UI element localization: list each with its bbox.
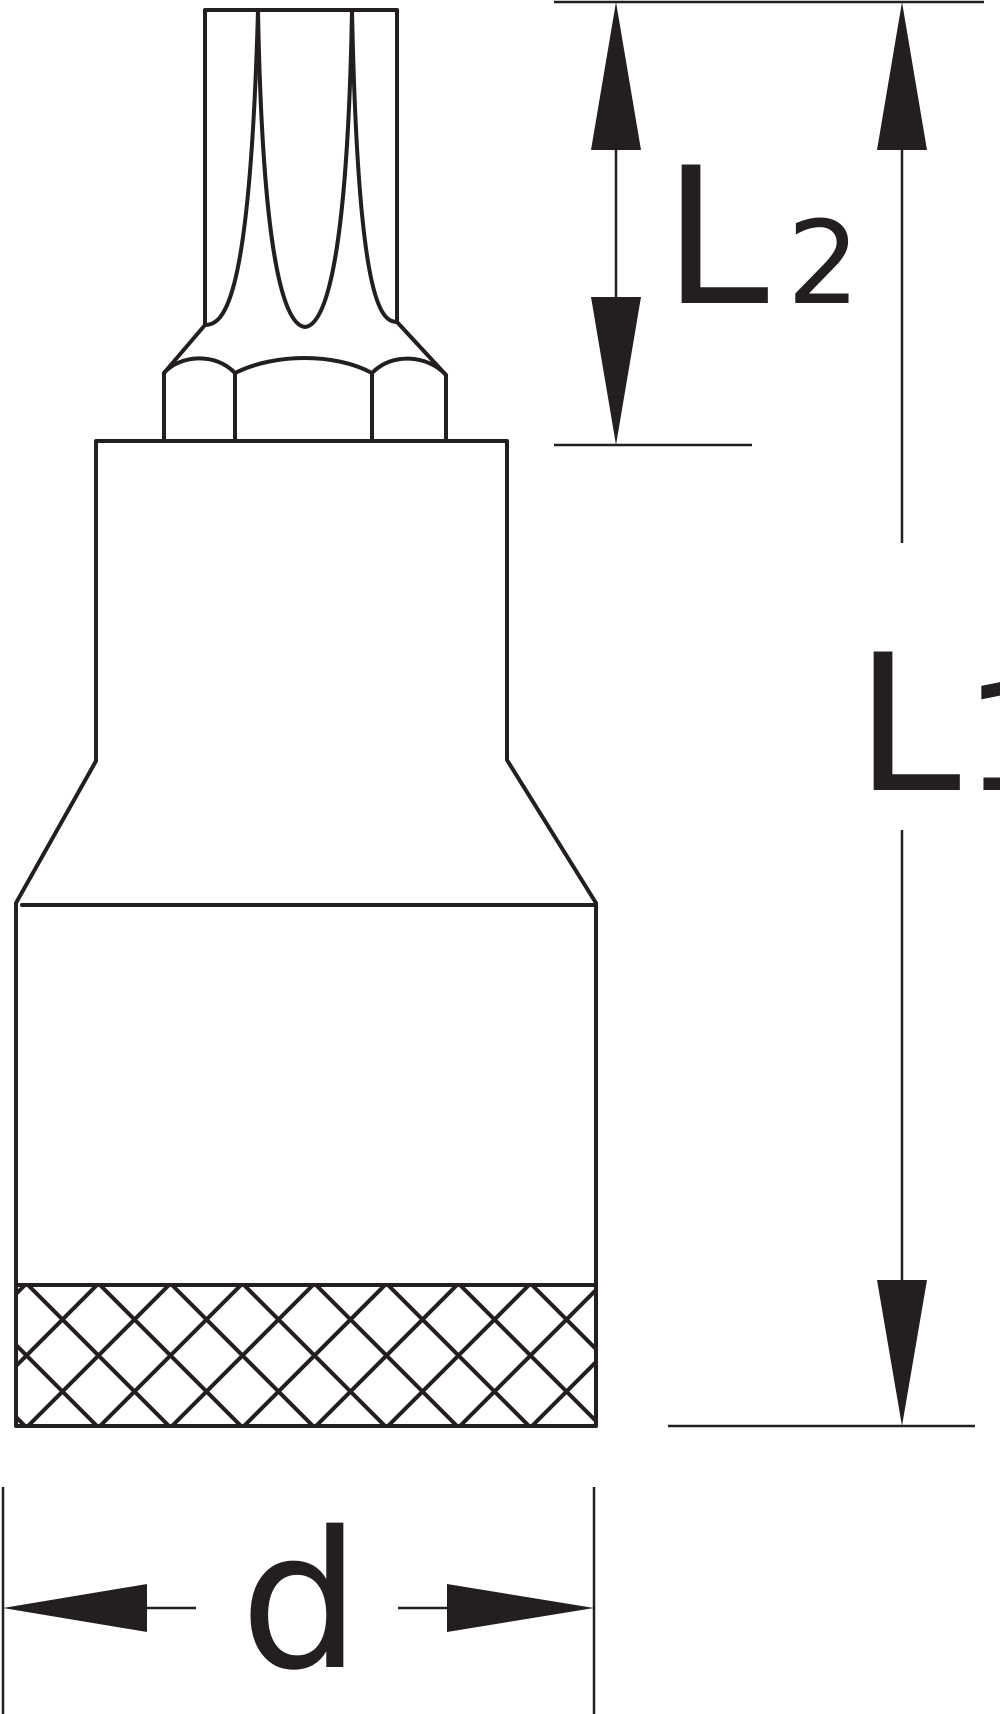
torx-bit-tip [162, 8, 448, 443]
knurl-hatch-line [604, 1285, 745, 1426]
knurl-hatch-line [16, 1285, 99, 1369]
dimension-d: d [1, 1487, 596, 1714]
knurl-hatch-line [16, 1414, 27, 1426]
socket-outline [14, 439, 598, 1428]
knurl-hatch-line [170, 1285, 315, 1426]
knurl-hatch-line [458, 1289, 594, 1426]
bit-outline [162, 8, 448, 443]
l1-label-base: L [855, 614, 961, 835]
l2-arrow-down [591, 297, 641, 445]
dimension-l1: L1 [668, 2, 1000, 1428]
knurl-hatch-line [26, 1285, 171, 1426]
knurl-hatch-line [530, 1285, 594, 1350]
knurled-band [16, 1285, 889, 1426]
knurl-hatch-line [98, 1285, 243, 1426]
d-arrow-left [3, 1584, 147, 1632]
socket-body [14, 439, 598, 1428]
knurl-hatch-line [748, 1285, 889, 1426]
bit-flute-center [256, 8, 354, 329]
knurl-hatch-line [242, 1285, 387, 1426]
l1-label: L1 [855, 614, 1000, 835]
d-arrow-right [447, 1584, 594, 1632]
l1-arrow-up [877, 2, 927, 150]
bit-hex-top [162, 356, 448, 377]
bit-flute-right [350, 8, 399, 324]
d-label: d [240, 1491, 361, 1712]
knurl-hatch-line [676, 1285, 817, 1426]
knurl-hatch-line [604, 1285, 745, 1426]
bit-flute-left [203, 8, 260, 327]
l2-arrow-up [591, 2, 641, 150]
knurl-hatch-line [748, 1285, 889, 1426]
knurl-hatch-line [676, 1285, 817, 1426]
knurl-hatch-line [386, 1285, 531, 1426]
l2-label-subscript: 2 [787, 197, 860, 331]
knurl-hatch-line [314, 1285, 459, 1426]
knurl-hatch-line [530, 1361, 594, 1426]
l1-arrow-down [877, 1280, 927, 1426]
l1-label-subscript: 1 [965, 652, 1000, 826]
knurl-hatch-line [16, 1285, 27, 1297]
l2-label-base: L [663, 127, 769, 348]
